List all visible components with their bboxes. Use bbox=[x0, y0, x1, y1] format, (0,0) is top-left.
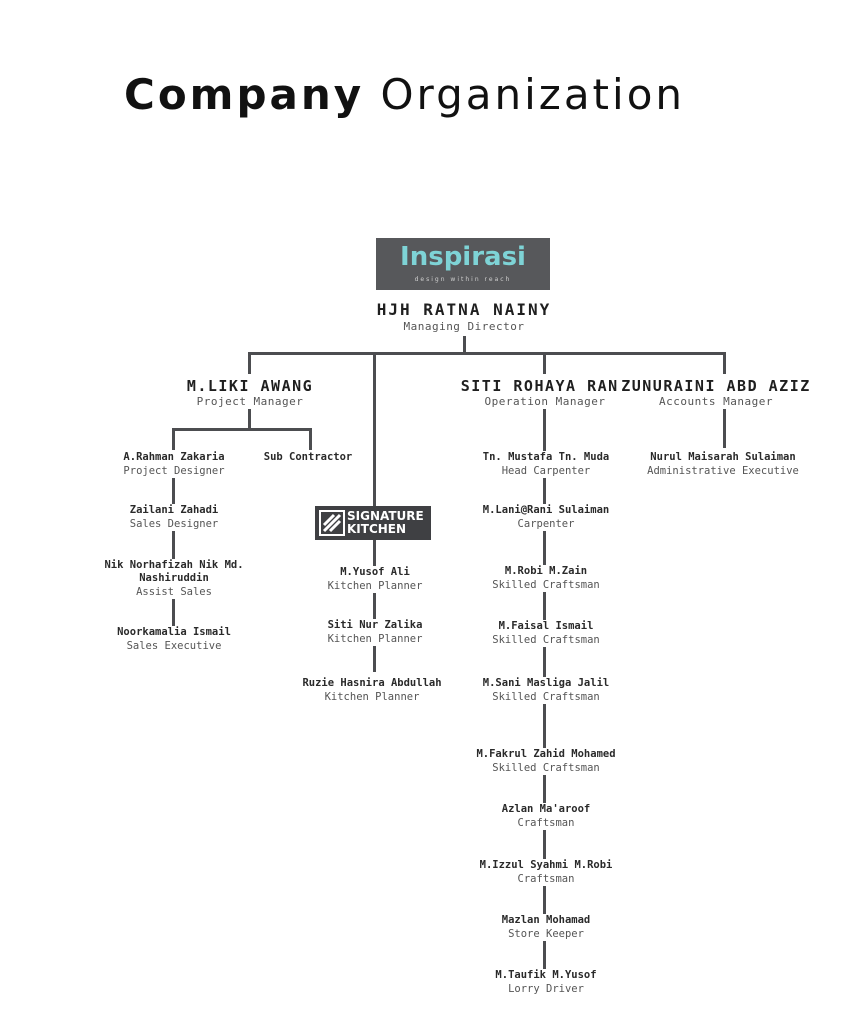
staff-role: Kitchen Planner bbox=[324, 691, 420, 703]
logo-tagline: design within reach bbox=[414, 276, 512, 283]
connector-kitchen-chain bbox=[373, 538, 376, 672]
connector-top-bus bbox=[248, 352, 726, 355]
staff-role: Carpenter bbox=[517, 518, 575, 530]
staff-node: Tn. Mustafa Tn. Muda Head Carpenter bbox=[480, 451, 612, 478]
connector-director-down bbox=[463, 336, 466, 354]
logo-brand: Inspirasi bbox=[400, 242, 526, 272]
manager-role: Operation Manager bbox=[484, 395, 606, 408]
staff-name: Nurul Maisarah Sulaiman bbox=[650, 451, 796, 463]
manager-name: SITI ROHAYA RANI bbox=[460, 377, 630, 395]
manager-node: M.LIKI AWANG Project Manager bbox=[184, 377, 316, 409]
connector-zun-up bbox=[723, 352, 726, 374]
staff-role: Sales Executive bbox=[126, 640, 222, 652]
page-title: Company Organization bbox=[124, 74, 685, 116]
staff-name: Siti Nur Zalika bbox=[327, 619, 423, 631]
staff-name: M.Robi M.Zain bbox=[504, 565, 588, 577]
connector-project-chain bbox=[172, 478, 175, 626]
staff-name: M.Taufik M.Yusof bbox=[495, 969, 597, 981]
signature-line1: SIGNATURE bbox=[347, 509, 424, 523]
staff-name: Sub Contractor bbox=[263, 451, 353, 463]
manager-role: Project Manager bbox=[196, 395, 304, 408]
staff-node: M.Faisal Ismail Skilled Craftsman bbox=[490, 620, 602, 647]
staff-role: Head Carpenter bbox=[501, 465, 591, 477]
connector-liki-down bbox=[248, 408, 251, 430]
staff-node: Sub Contractor bbox=[261, 451, 355, 464]
staff-role: Kitchen Planner bbox=[327, 580, 423, 592]
director-name: HJH RATNA NAINY bbox=[376, 300, 552, 319]
staff-node: Zailani Zahadi Sales Designer bbox=[127, 504, 221, 531]
staff-name: Zailani Zahadi bbox=[129, 504, 219, 516]
director-node: HJH RATNA NAINY Managing Director bbox=[374, 300, 554, 334]
staff-name: M.Sani Masliga Jalil bbox=[482, 677, 610, 689]
signature-line2: KITCHEN bbox=[347, 522, 407, 536]
staff-role: Store Keeper bbox=[508, 928, 584, 940]
title-bold: Company bbox=[124, 70, 365, 119]
staff-node: Azlan Ma'aroof Craftsman bbox=[499, 803, 593, 830]
staff-role: Project Designer bbox=[123, 465, 225, 477]
staff-name: Noorkamalia Ismail bbox=[117, 626, 231, 638]
manager-role: Accounts Manager bbox=[659, 395, 773, 408]
staff-name: M.Yusof Ali bbox=[340, 566, 410, 578]
staff-name: Mazlan Mohamad bbox=[501, 914, 591, 926]
staff-name: Tn. Mustafa Tn. Muda bbox=[482, 451, 610, 463]
staff-node: M.Yusof Ali Kitchen Planner bbox=[325, 566, 425, 593]
staff-role: Kitchen Planner bbox=[327, 633, 423, 645]
staff-node: M.Fakrul Zahid Mohamed Skilled Craftsman bbox=[474, 748, 618, 775]
staff-name-cont: Nashiruddin bbox=[139, 572, 209, 584]
staff-name: M.Faisal Ismail bbox=[498, 620, 594, 632]
connector-kitchen-trunk bbox=[373, 352, 376, 508]
signature-kitchen-logo: SIGNATURE KITCHEN bbox=[315, 506, 431, 540]
manager-name: M.LIKI AWANG bbox=[186, 377, 314, 395]
staff-name: M.Fakrul Zahid Mohamed bbox=[476, 748, 616, 760]
staff-node: Nik Norhafizah Nik Md. Nashiruddin Assis… bbox=[102, 559, 246, 599]
signature-mark-icon bbox=[319, 510, 345, 536]
staff-node: M.Taufik M.Yusof Lorry Driver bbox=[493, 969, 599, 996]
staff-node: Siti Nur Zalika Kitchen Planner bbox=[325, 619, 425, 646]
inspirasi-logo: Inspirasi design within reach bbox=[376, 238, 550, 290]
title-light: Organization bbox=[380, 70, 686, 119]
staff-name: Nik Norhafizah Nik Md. bbox=[104, 559, 244, 571]
staff-name: M.Lani@Rani Sulaiman bbox=[482, 504, 610, 516]
staff-name: A.Rahman Zakaria bbox=[123, 451, 225, 463]
staff-role: Assist Sales bbox=[136, 586, 212, 598]
staff-name: M.Izzul Syahmi M.Robi bbox=[479, 859, 613, 871]
connector-rahman-up bbox=[172, 428, 175, 450]
staff-node: Mazlan Mohamad Store Keeper bbox=[499, 914, 593, 941]
staff-role: Skilled Craftsman bbox=[492, 691, 600, 703]
connector-liki-up bbox=[248, 352, 251, 374]
staff-node: Ruzie Hasnira Abdullah Kitchen Planner bbox=[300, 677, 444, 704]
staff-role: Craftsman bbox=[517, 873, 575, 885]
staff-role: Administrative Executive bbox=[647, 465, 799, 477]
manager-name: ZUNURAINI ABD AZIZ bbox=[621, 377, 811, 395]
staff-role: Skilled Craftsman bbox=[492, 634, 600, 646]
staff-node: A.Rahman Zakaria Project Designer bbox=[121, 451, 227, 478]
manager-node: ZUNURAINI ABD AZIZ Accounts Manager bbox=[619, 377, 813, 409]
connector-accounts-chain bbox=[723, 408, 726, 448]
connector-siti-up bbox=[543, 352, 546, 374]
staff-name: Ruzie Hasnira Abdullah bbox=[302, 677, 442, 689]
manager-node: SITI ROHAYA RANI Operation Manager bbox=[458, 377, 632, 409]
staff-role: Skilled Craftsman bbox=[492, 579, 600, 591]
staff-node: M.Robi M.Zain Skilled Craftsman bbox=[490, 565, 602, 592]
staff-role: Lorry Driver bbox=[508, 983, 584, 995]
staff-node: M.Sani Masliga Jalil Skilled Craftsman bbox=[480, 677, 612, 704]
staff-node: Noorkamalia Ismail Sales Executive bbox=[115, 626, 233, 653]
director-role: Managing Director bbox=[403, 320, 525, 333]
connector-sub-up bbox=[309, 428, 312, 450]
staff-node: M.Lani@Rani Sulaiman Carpenter bbox=[480, 504, 612, 531]
staff-name: Azlan Ma'aroof bbox=[501, 803, 591, 815]
connector-project-bus bbox=[172, 428, 312, 431]
staff-role: Craftsman bbox=[517, 817, 575, 829]
staff-role: Sales Designer bbox=[129, 518, 219, 530]
staff-role: Skilled Craftsman bbox=[492, 762, 600, 774]
staff-node: M.Izzul Syahmi M.Robi Craftsman bbox=[477, 859, 615, 886]
staff-node: Nurul Maisarah Sulaiman Administrative E… bbox=[645, 451, 801, 478]
